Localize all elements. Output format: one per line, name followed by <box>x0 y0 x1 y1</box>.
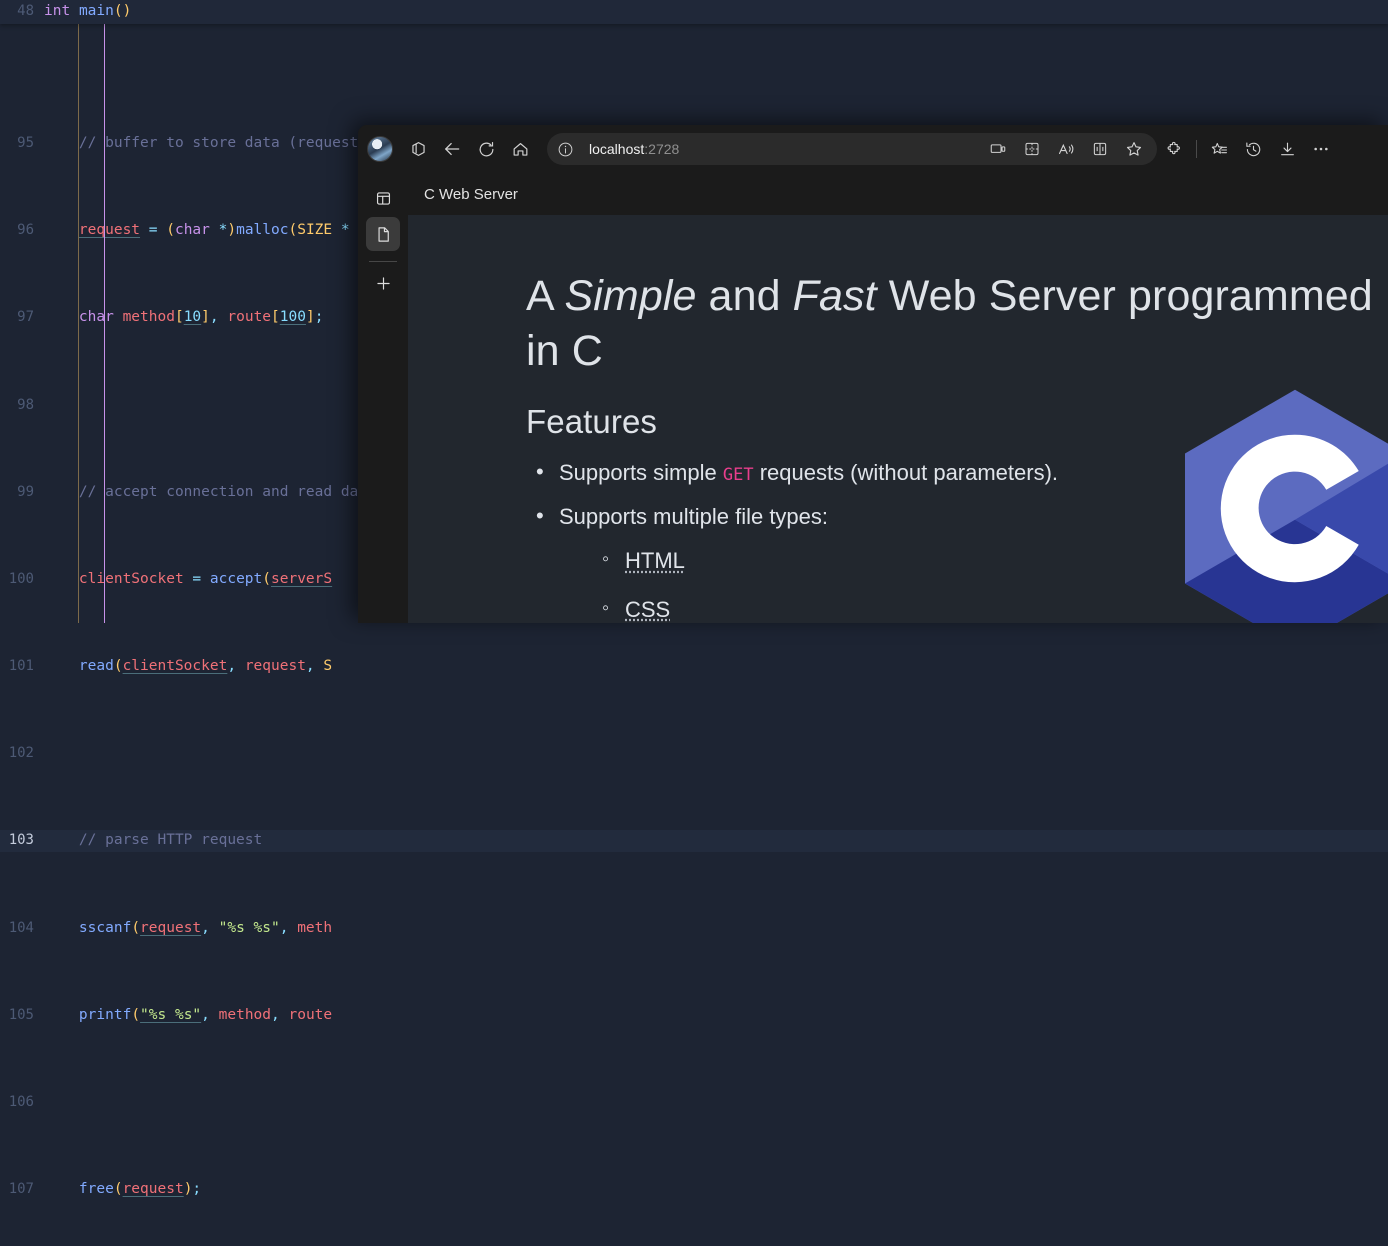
vertical-tab-rail <box>358 173 408 623</box>
list-item: HTML <box>592 543 1388 578</box>
downloads-icon[interactable] <box>1270 133 1304 165</box>
browser-essentials-icon[interactable] <box>1083 133 1117 165</box>
code-line[interactable]: 107 free(request); <box>0 1179 1388 1201</box>
tab-actions-menu-icon[interactable] <box>366 181 400 215</box>
sticky-scroll-header[interactable]: 48 int main() <box>0 0 1388 24</box>
address-bar[interactable]: localhost:2728 <box>547 133 1157 165</box>
title-part-1: A <box>526 272 564 320</box>
feature-text-after: requests (without parameters). <box>754 460 1058 485</box>
url-host: localhost <box>589 141 644 157</box>
title-em-fast: Fast <box>793 272 877 320</box>
sidebar-tab-c-web-server[interactable] <box>366 217 400 251</box>
sticky-line-code: int main() <box>44 1 1388 23</box>
home-icon[interactable] <box>503 133 537 165</box>
workspaces-icon[interactable] <box>401 133 435 165</box>
line-number: 105 <box>0 1005 44 1027</box>
url-port: :2728 <box>644 141 679 157</box>
code-line[interactable]: 106 <box>0 1092 1388 1114</box>
split-screen-icon[interactable] <box>1015 133 1049 165</box>
page-viewport[interactable]: A Simple and Fast Web Server programmed … <box>408 215 1388 623</box>
line-number: 99 <box>0 482 44 504</box>
collections-icon[interactable] <box>1202 133 1236 165</box>
cast-icon[interactable] <box>981 133 1015 165</box>
profile-avatar[interactable] <box>367 136 393 162</box>
line-code: // parse HTTP request <box>44 830 1388 852</box>
settings-more-icon[interactable] <box>1304 133 1338 165</box>
history-icon[interactable] <box>1236 133 1270 165</box>
code-line[interactable]: 104 sscanf(request, "%s %s", meth <box>0 918 1388 940</box>
tab-strip: C Web Server <box>408 173 1388 215</box>
line-number: 98 <box>0 395 44 417</box>
new-tab-button[interactable] <box>366 266 400 300</box>
line-number: 100 <box>0 569 44 591</box>
file-type-css: CSS <box>625 597 670 622</box>
feature-text-before: Supports multiple file types: <box>559 504 828 529</box>
sticky-line-number: 48 <box>0 1 44 23</box>
active-tab-title[interactable]: C Web Server <box>424 186 518 203</box>
address-bar-text: localhost:2728 <box>579 141 679 157</box>
feature-text-before: Supports simple <box>559 460 723 485</box>
line-code: sscanf(request, "%s %s", meth <box>44 918 1388 940</box>
toolbar-divider <box>1196 140 1197 158</box>
file-type-html: HTML <box>625 548 685 573</box>
inline-code-get: GET <box>723 465 754 485</box>
read-aloud-icon[interactable] <box>1049 133 1083 165</box>
title-em-simple: Simple <box>564 272 696 320</box>
code-line[interactable]: 105 printf("%s %s", method, route <box>0 1005 1388 1027</box>
line-number: 95 <box>0 133 44 155</box>
extensions-icon[interactable] <box>1157 133 1191 165</box>
line-number: 106 <box>0 1092 44 1114</box>
code-line[interactable]: 102 <box>0 743 1388 765</box>
features-heading: Features <box>526 403 1388 441</box>
line-number: 102 <box>0 743 44 765</box>
line-number: 96 <box>0 220 44 242</box>
line-number: 103 <box>0 830 44 852</box>
edge-browser-window[interactable]: localhost:2728 <box>358 125 1388 623</box>
page-shell: C Web Server A Simple and Fast Web Serve… <box>408 173 1388 623</box>
line-number: 107 <box>0 1179 44 1201</box>
site-information-icon[interactable] <box>551 135 579 163</box>
favorite-star-icon[interactable] <box>1117 133 1151 165</box>
rail-divider <box>369 261 397 262</box>
line-number: 104 <box>0 918 44 940</box>
code-line[interactable]: 101 read(clientSocket, request, S <box>0 656 1388 678</box>
refresh-icon[interactable] <box>469 133 503 165</box>
browser-toolbar: localhost:2728 <box>358 125 1388 173</box>
back-icon[interactable] <box>435 133 469 165</box>
list-item: Supports multiple file types: HTML CSS J… <box>526 499 1388 623</box>
line-code: free(request); <box>44 1179 1388 1201</box>
page-document: A Simple and Fast Web Server programmed … <box>526 269 1388 623</box>
line-number: 97 <box>0 307 44 329</box>
line-code: printf("%s %s", method, route <box>44 1005 1388 1027</box>
line-number: 101 <box>0 656 44 678</box>
features-list: Supports simple GET requests (without pa… <box>526 455 1388 623</box>
title-part-2: and <box>697 272 793 320</box>
page-title: A Simple and Fast Web Server programmed … <box>526 269 1388 379</box>
toolbar-right-buttons <box>1157 133 1343 165</box>
code-line-active[interactable]: 103 // parse HTTP request <box>0 830 1388 852</box>
list-item: CSS <box>592 592 1388 623</box>
file-types-list: HTML CSS JavaScript <box>559 543 1388 623</box>
list-item: Supports simple GET requests (without pa… <box>526 455 1388 490</box>
line-code: read(clientSocket, request, S <box>44 656 1388 678</box>
